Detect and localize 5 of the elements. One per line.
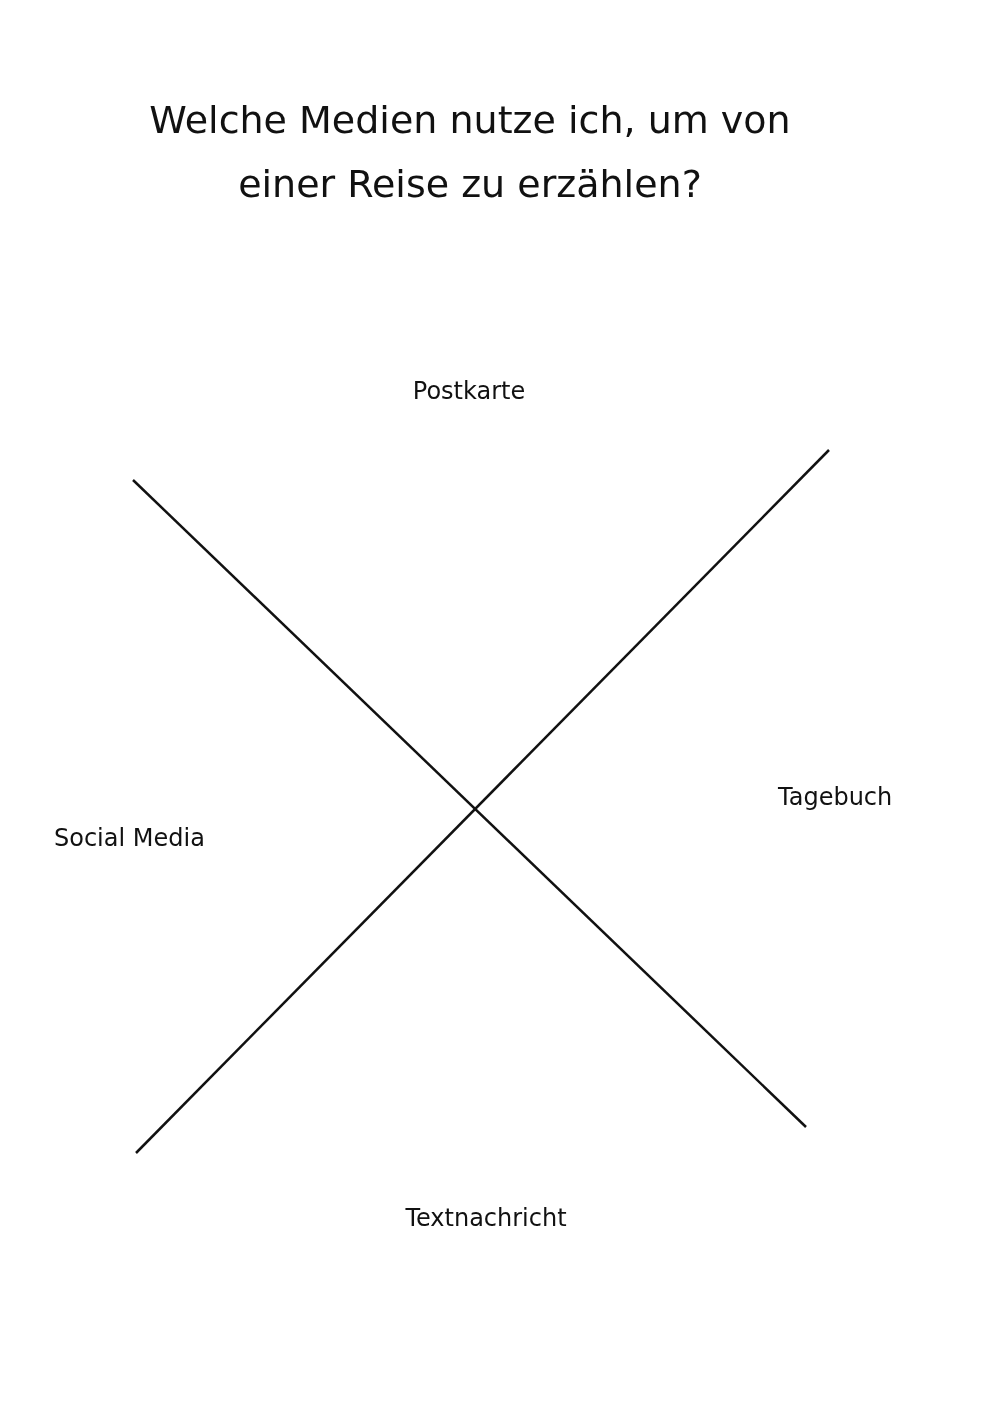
quadrant-label: Postkarte: [412, 376, 526, 406]
title: Welche Medien nutze ich, um von einer Reise zu erzählen?: [148, 97, 792, 208]
quadrant-label: Social Media: [54, 823, 205, 853]
quadrant-label: Tagebuch: [778, 782, 893, 812]
quadrant-label: Textnachricht: [405, 1203, 567, 1233]
